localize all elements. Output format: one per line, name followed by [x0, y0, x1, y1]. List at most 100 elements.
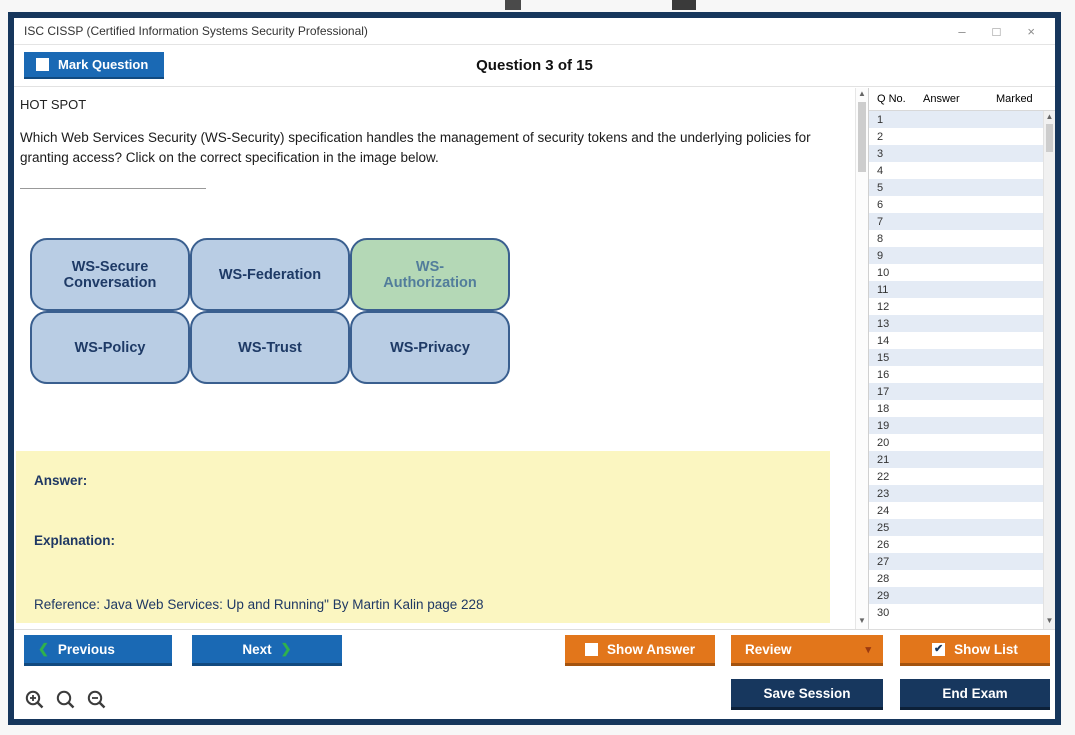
- zoom-out-icon[interactable]: [86, 689, 108, 711]
- question-list-row[interactable]: 14: [869, 332, 1043, 349]
- question-list-row[interactable]: 19: [869, 417, 1043, 434]
- question-number: 30: [877, 606, 890, 619]
- zoom-in-icon[interactable]: [24, 689, 46, 711]
- question-list-row[interactable]: 9: [869, 247, 1043, 264]
- window-title: ISC CISSP (Certified Information Systems…: [24, 24, 368, 38]
- question-list-row[interactable]: 13: [869, 315, 1043, 332]
- question-number: 22: [877, 470, 890, 483]
- question-list-row[interactable]: 30: [869, 604, 1043, 621]
- question-number: 16: [877, 368, 890, 381]
- show-answer-label: Show Answer: [606, 641, 695, 657]
- question-list-row[interactable]: 16: [869, 366, 1043, 383]
- question-number: 27: [877, 555, 890, 568]
- next-button[interactable]: Next ❯: [192, 635, 342, 666]
- chevron-left-icon: ❮: [38, 641, 49, 656]
- show-answer-button[interactable]: Show Answer: [565, 635, 715, 666]
- diagram-box-ws-trust[interactable]: WS-Trust: [190, 311, 350, 384]
- diagram-box-ws-privacy[interactable]: WS-Privacy: [350, 311, 510, 384]
- question-list-row[interactable]: 24: [869, 502, 1043, 519]
- question-number: 1: [877, 113, 884, 126]
- question-list-row[interactable]: 3: [869, 145, 1043, 162]
- question-list-row[interactable]: 26: [869, 536, 1043, 553]
- column-answer: Answer: [923, 93, 960, 105]
- show-answer-checkbox[interactable]: [584, 642, 598, 656]
- question-number: 26: [877, 538, 890, 551]
- mark-question-checkbox[interactable]: [36, 58, 49, 71]
- mark-question-button[interactable]: Mark Question: [24, 52, 165, 79]
- question-number: 23: [877, 487, 890, 500]
- question-list-row[interactable]: 22: [869, 468, 1043, 485]
- scroll-up-icon[interactable]: ▲: [858, 89, 866, 98]
- question-list-row[interactable]: 20: [869, 434, 1043, 451]
- question-list-row[interactable]: 7: [869, 213, 1043, 230]
- question-list-row[interactable]: 6: [869, 196, 1043, 213]
- review-button[interactable]: Review ▾: [731, 635, 883, 666]
- question-list-row[interactable]: 2: [869, 128, 1043, 145]
- question-list-row[interactable]: 29: [869, 587, 1043, 604]
- window-controls: – □ ×: [958, 25, 1045, 38]
- question-list-row[interactable]: 18: [869, 400, 1043, 417]
- close-icon[interactable]: ×: [1027, 23, 1035, 39]
- question-list-scrollbar[interactable]: ▲ ▼: [1043, 111, 1055, 629]
- diagram-box-ws-policy[interactable]: WS-Policy: [30, 311, 190, 384]
- question-list-row[interactable]: 5: [869, 179, 1043, 196]
- question-number: 4: [877, 164, 884, 177]
- main-scrollbar[interactable]: ▲ ▼: [855, 88, 868, 629]
- maximize-icon[interactable]: □: [992, 23, 1001, 39]
- question-number: 12: [877, 300, 890, 313]
- question-list-row[interactable]: 15: [869, 349, 1043, 366]
- question-number: 5: [877, 181, 884, 194]
- question-list-row[interactable]: 11: [869, 281, 1043, 298]
- content-region: HOT SPOT Which Web Services Security (WS…: [14, 88, 1055, 629]
- minimize-icon[interactable]: –: [958, 23, 966, 39]
- question-number: 13: [877, 317, 890, 330]
- scroll-down-icon[interactable]: ▼: [858, 616, 866, 625]
- question-list-row[interactable]: 1: [869, 111, 1043, 128]
- question-list-row[interactable]: 17: [869, 383, 1043, 400]
- show-list-button[interactable]: ✔ Show List: [900, 635, 1050, 666]
- zoom-reset-icon[interactable]: [55, 689, 77, 711]
- question-number: 24: [877, 504, 890, 517]
- end-exam-label: End Exam: [942, 685, 1008, 701]
- question-number: 20: [877, 436, 890, 449]
- question-list-row[interactable]: 27: [869, 553, 1043, 570]
- question-number: 25: [877, 521, 890, 534]
- question-list-row[interactable]: 12: [869, 298, 1043, 315]
- question-counter: Question 3 of 15: [476, 57, 593, 74]
- question-list-row[interactable]: 25: [869, 519, 1043, 536]
- scrollbar-thumb[interactable]: [1046, 124, 1053, 152]
- question-list-row[interactable]: 10: [869, 264, 1043, 281]
- scroll-down-icon[interactable]: ▼: [1045, 616, 1054, 625]
- screen-artifact: [505, 0, 521, 10]
- next-label: Next: [242, 641, 272, 657]
- show-list-label: Show List: [954, 641, 1018, 657]
- question-number: 6: [877, 198, 884, 211]
- review-label: Review: [745, 641, 792, 657]
- app-window: ISC CISSP (Certified Information Systems…: [8, 12, 1061, 725]
- question-number: 11: [877, 283, 889, 296]
- question-number: 2: [877, 130, 884, 143]
- end-exam-button[interactable]: End Exam: [900, 679, 1050, 710]
- scrollbar-thumb[interactable]: [858, 102, 866, 172]
- diagram-box-ws-federation[interactable]: WS-Federation: [190, 238, 350, 311]
- show-list-checkbox[interactable]: ✔: [932, 642, 946, 656]
- question-number: 19: [877, 419, 890, 432]
- reference-text: Reference: Java Web Services: Up and Run…: [34, 597, 484, 612]
- save-session-button[interactable]: Save Session: [731, 679, 883, 710]
- question-list-row[interactable]: 21: [869, 451, 1043, 468]
- footer: ❮ Previous Next ❯ Show Answer Review ▾ ✔…: [14, 629, 1055, 719]
- question-list-row[interactable]: 4: [869, 162, 1043, 179]
- question-list-row[interactable]: 23: [869, 485, 1043, 502]
- diagram-box-ws-secure-conversation[interactable]: WS-Secure Conversation: [30, 238, 190, 311]
- question-type-label: HOT SPOT: [20, 97, 87, 112]
- explanation-label: Explanation:: [34, 533, 116, 548]
- diagram-box-ws-authorization[interactable]: WS- Authorization: [350, 238, 510, 311]
- question-list-row[interactable]: 28: [869, 570, 1043, 587]
- scroll-up-icon[interactable]: ▲: [1045, 112, 1054, 121]
- question-list-row[interactable]: 8: [869, 230, 1043, 247]
- previous-button[interactable]: ❮ Previous: [24, 635, 172, 666]
